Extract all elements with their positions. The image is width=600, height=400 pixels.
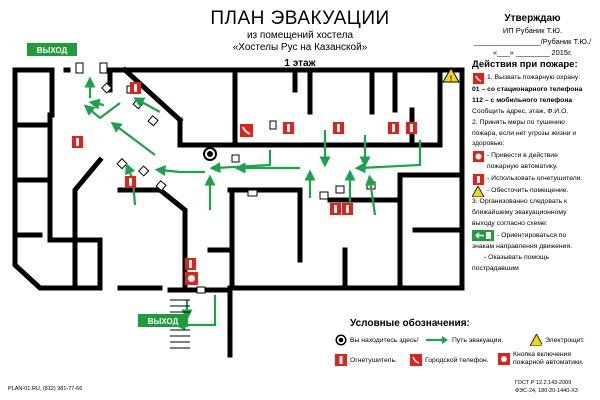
legend-button: Кнопка включения пожарной автоматики. (498, 351, 598, 367)
fire-action-item: ближайшему эвакуационному (472, 209, 567, 217)
extinguisher-icon (125, 176, 136, 188)
doors (75, 62, 376, 294)
extinguisher-icon (283, 122, 294, 134)
exit-top-label: ВЫХОД (37, 46, 68, 55)
extinguisher-icon (472, 173, 484, 185)
fire-action-item: - Оказывать помощь (484, 253, 550, 261)
extinguisher-icon (388, 122, 399, 134)
legend-title: Условные обозначения: (350, 318, 470, 329)
plan-subtitle: из помещений хостела (246, 30, 354, 41)
floor-plan: ВЫХОД ВЫХОД (12, 43, 465, 358)
alarm-button-icon (472, 150, 484, 162)
fire-action-item: 01 – со стационарного телефона (472, 85, 583, 93)
door (116, 158, 128, 170)
fire-actions-heading: Действия при пожаре: (472, 59, 578, 70)
you-are-here-icon (203, 147, 217, 161)
extinguisher-icon (333, 122, 344, 134)
electric-panel-icon: ! (442, 66, 460, 83)
door (75, 62, 84, 74)
extinguisher-icon (72, 136, 83, 148)
phone-icon (472, 73, 484, 85)
fire-action-item: Сообщить адрес, этаж, Ф.И.О. (472, 107, 569, 115)
fire-action-item: выходу согласно схеме: (472, 220, 548, 228)
arrow-right-icon (425, 334, 449, 346)
extinguisher-icon (335, 354, 347, 366)
footer-publisher: PLAN-01.RU, (812) 981-77-66 (8, 386, 83, 392)
legend-you-are-here: Вы находитесь здесь! (335, 334, 419, 346)
exit-sign-icon (472, 230, 494, 242)
exit-bottom: ВЫХОД (138, 314, 188, 327)
fire-action-item: здоровью: (472, 140, 505, 148)
you-are-here-icon (335, 334, 347, 346)
exit-top: ВЫХОД (27, 43, 77, 56)
door (335, 185, 345, 194)
exit-bottom-label: ВЫХОД (148, 317, 179, 326)
door (231, 154, 240, 163)
door (247, 189, 258, 197)
floor-label: 1 этаж (284, 58, 316, 69)
door (319, 191, 329, 200)
door (147, 115, 159, 127)
stairs-icon (170, 299, 190, 349)
footer-standard: ГОСТ Р 12.2.143-2009 (515, 380, 572, 386)
fire-action-item: - Обесточить помещение. (472, 185, 597, 197)
approval-block: Утверждаю ИП Рубаник Т.Ю. ______________… (470, 12, 595, 58)
door (155, 180, 167, 192)
fire-action-item: пожара, если нет угрозы жизни и (472, 129, 577, 137)
fire-action-item: 2. Принять меры по тушению (472, 118, 565, 126)
extinguisher-icon (130, 82, 141, 94)
approval-date: «___» ________ 2015г. (493, 48, 572, 57)
fire-action-item: пожарную автоматику. (487, 163, 558, 171)
door (269, 120, 277, 130)
extinguisher-icon (342, 203, 353, 215)
walls (12, 66, 465, 358)
phone-icon (240, 124, 253, 137)
svg-text:!: ! (450, 76, 452, 83)
alarm-button-icon (498, 353, 510, 365)
legend-path: Путь эвакуации. (425, 334, 503, 346)
alarm-button-icon (185, 272, 198, 285)
fire-action-item: знакам направления движения. (472, 242, 573, 250)
warning-icon (530, 334, 542, 346)
fire-action-item: - Привести в действие (472, 150, 597, 162)
legend-electric: Электрощит. (530, 334, 585, 346)
footer-code: ФЭС-24, 180-20-1440-Х3 (515, 388, 578, 394)
fire-action-item: 1. Вызвать пожарную охрану: (472, 73, 597, 85)
legend-phone: Городской телефон. (410, 354, 489, 366)
plan-subtitle-name: «Хостелы Рус на Казанской» (232, 42, 368, 53)
plan-title: ПЛАН ЭВАКУАЦИИ (210, 8, 390, 29)
door (99, 62, 108, 74)
extinguisher-icon (185, 258, 196, 270)
extinguishers (72, 82, 417, 270)
legend-extinguisher: Огнетушитель. (335, 354, 397, 366)
approval-signature: ________________/Рубаник Т.Ю./ (473, 37, 592, 46)
fire-action-item: - Использовать огнетушители. (472, 173, 597, 185)
fire-action-item: - Ориентироваться по (472, 230, 597, 242)
fire-action-item: пострадавшим (472, 264, 519, 272)
door (138, 165, 150, 177)
phone-icon (410, 354, 422, 366)
fire-action-item: 3. Организованно следовать к (472, 198, 568, 206)
door (196, 286, 206, 294)
fire-actions-panel: Действия при пожаре: 1. Вызвать пожарную… (472, 59, 597, 275)
fire-action-item: 112 – с мобильного телефона (472, 96, 573, 104)
extinguisher-icon (330, 203, 341, 215)
warning-icon (472, 185, 484, 197)
approval-heading: Утверждаю (504, 13, 561, 24)
extinguisher-icon (406, 122, 417, 134)
door (101, 82, 113, 94)
approval-line: ИП Рубаник Т.Ю. (502, 26, 563, 35)
